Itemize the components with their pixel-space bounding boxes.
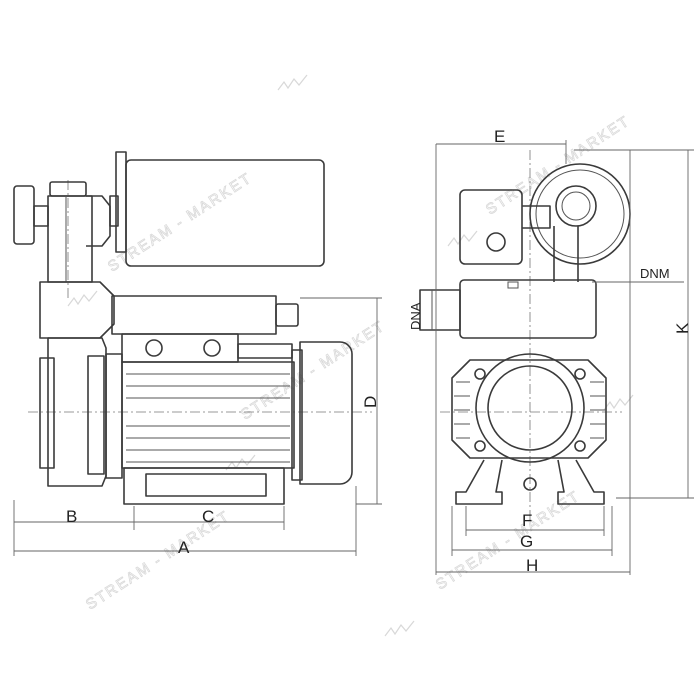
motor-housing [451, 359, 607, 459]
label-g: G [520, 532, 533, 551]
front-pump-head [459, 279, 597, 339]
front-valve-box [459, 189, 523, 265]
label-b: B [66, 507, 77, 526]
watermark-signature-5 [603, 394, 634, 411]
outlet-port-inner [561, 191, 591, 221]
front-view: E DNM DNA K F G H [408, 127, 694, 575]
watermark-signature-3 [225, 454, 256, 471]
motor-base [123, 467, 285, 505]
front-foot-right [557, 459, 605, 505]
label-f: F [522, 511, 532, 530]
motor-body [121, 361, 295, 469]
terminal-screw-right [203, 339, 221, 357]
pump-head-block [39, 281, 115, 339]
front-dimensions [435, 140, 694, 575]
tank-end-cap [529, 163, 631, 265]
front-valve-connector [522, 205, 551, 229]
drain-plug [523, 477, 537, 491]
watermark-text-1: STREAM - MARKET [105, 169, 255, 275]
motor-inner-face [487, 365, 573, 451]
side-view: B C A D [13, 151, 382, 557]
front-foot-left [455, 459, 503, 505]
pump-front-flange [39, 357, 55, 469]
label-c: C [202, 507, 214, 526]
tank-body [125, 159, 325, 267]
label-a: A [178, 538, 190, 557]
motor-flange-left [105, 353, 123, 479]
front-fins [454, 381, 606, 439]
valve-left-flange [13, 185, 35, 245]
valve-nozzle-pipe [47, 195, 93, 283]
front-valve-knob [486, 232, 506, 252]
label-k: K [673, 322, 692, 334]
watermark-signature-6 [384, 620, 415, 637]
fan-cover-ring [291, 349, 303, 481]
pump-inlet-ring [87, 355, 105, 475]
front-riser [553, 226, 579, 282]
bolt-top-right [574, 368, 586, 380]
motor-face [475, 353, 585, 463]
tank-neck [109, 195, 119, 227]
side-dimensions [13, 297, 382, 556]
watermark-signature-4 [447, 230, 478, 247]
bolt-top-left [474, 368, 486, 380]
watermark-text-4: STREAM - MARKET [483, 112, 633, 218]
label-d: D [361, 396, 380, 408]
pressure-switch-box [111, 295, 277, 335]
watermark-signature-1 [277, 74, 308, 91]
pressure-switch-knob [275, 303, 299, 327]
fan-cover [299, 341, 353, 485]
label-dna: DNA [408, 302, 423, 330]
label-h: H [526, 556, 538, 575]
front-head-bolt [507, 281, 519, 289]
bolt-bottom-left [474, 440, 486, 452]
outlet-port [555, 185, 597, 227]
inlet-nozzle [419, 289, 461, 331]
valve-body [33, 205, 49, 227]
label-e: E [494, 127, 505, 146]
label-dnm: DNM [640, 266, 670, 281]
terminal-box-neck [237, 343, 293, 359]
bolt-bottom-right [574, 440, 586, 452]
terminal-screw-left [145, 339, 163, 357]
motor-base-foot [145, 473, 267, 497]
tank-end-inner [535, 169, 625, 259]
valve-right-body [86, 195, 111, 247]
watermark-signature-2 [67, 290, 98, 307]
motor-fins [126, 373, 290, 463]
